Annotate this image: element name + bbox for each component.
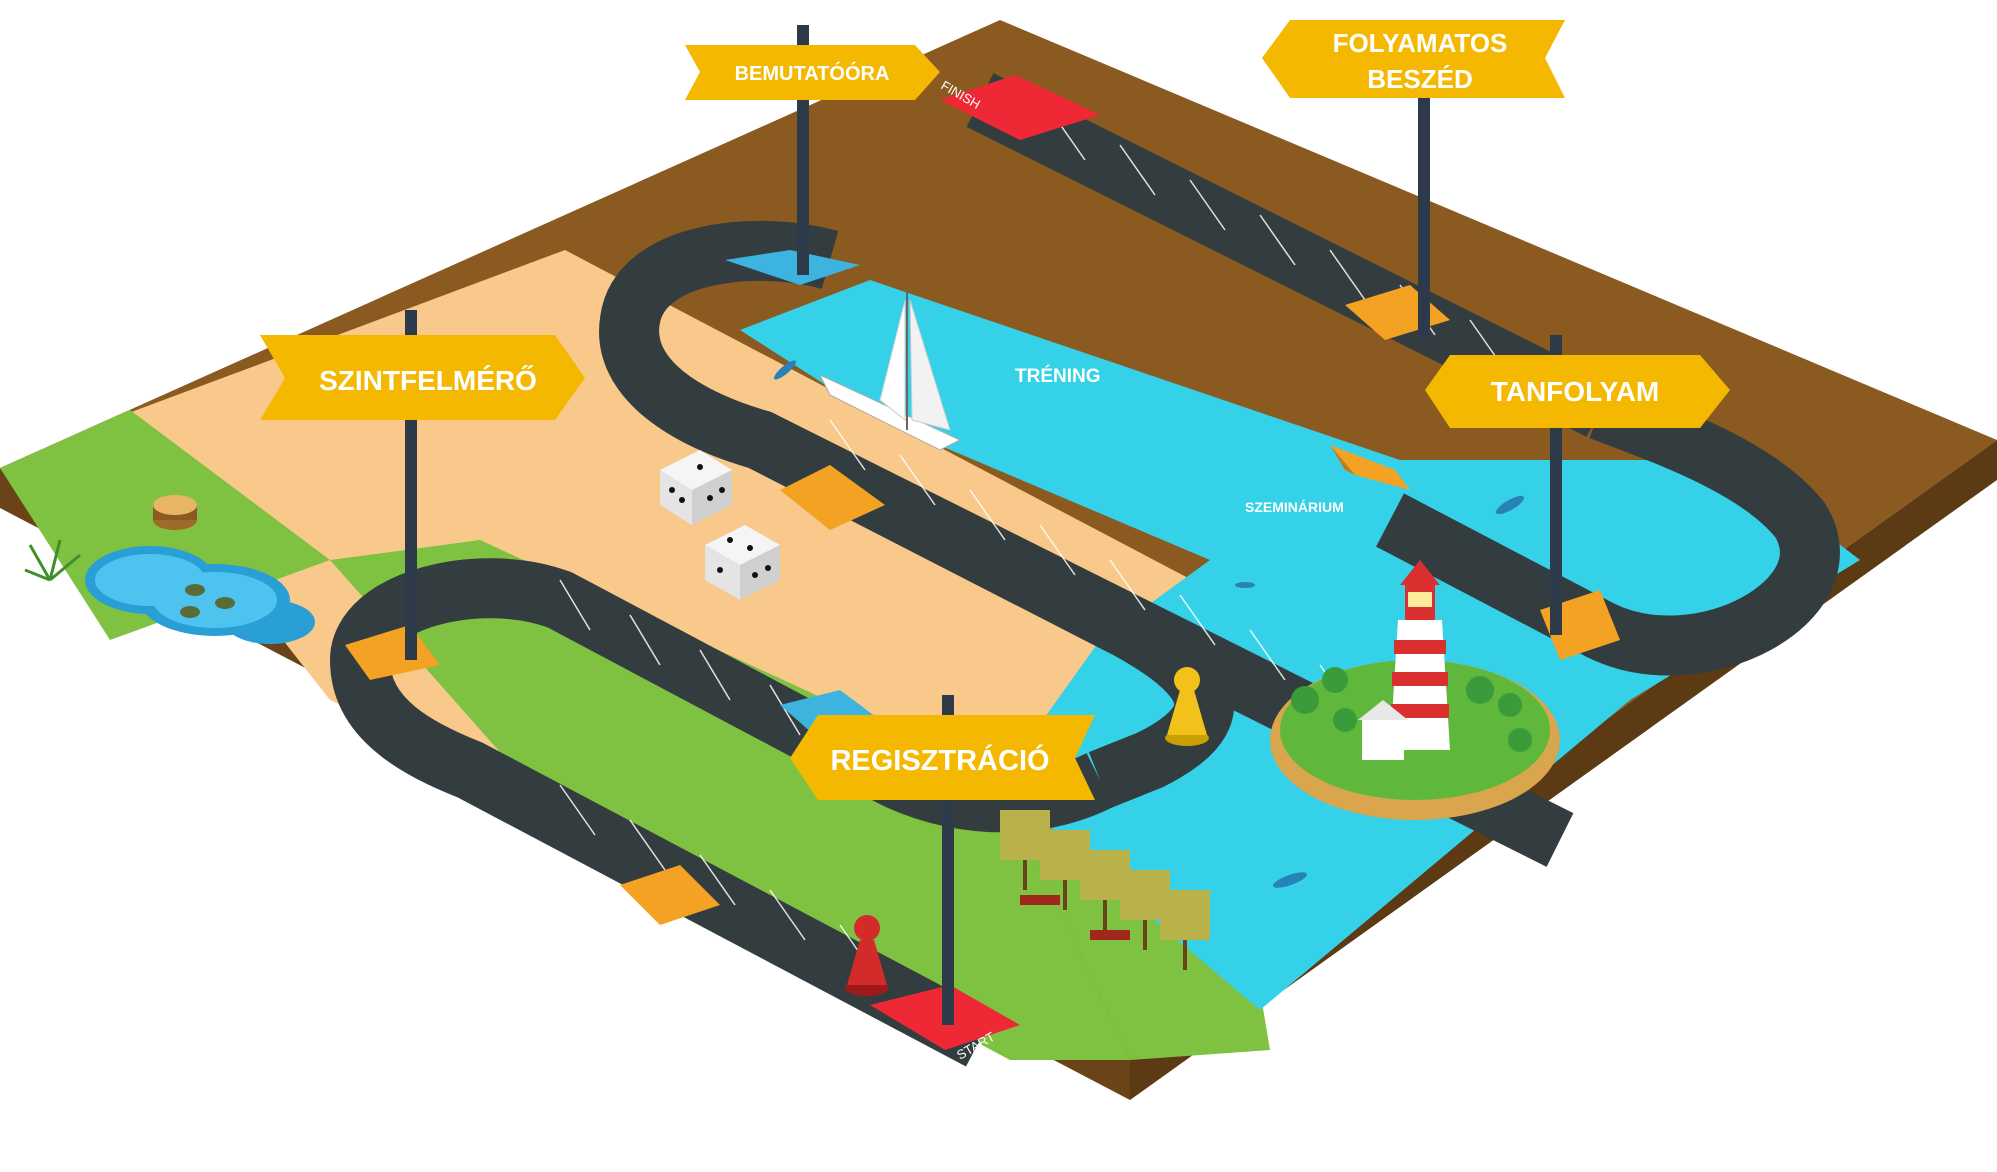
sign-regisztracio[interactable]: REGISZTRÁCIÓ <box>790 715 1095 800</box>
duck-icons <box>180 584 235 618</box>
bench-icon <box>1020 895 1130 940</box>
rowboat-icon <box>1330 445 1410 490</box>
sign-folyamatos-line1: FOLYAMATOS <box>1333 28 1508 58</box>
red-pawn-icon[interactable] <box>845 915 889 996</box>
park <box>1000 810 1210 970</box>
dice-icon[interactable] <box>660 450 732 525</box>
dice-icon-2[interactable] <box>705 525 780 600</box>
fish-icons <box>773 360 1525 888</box>
label-szeminarium: SZEMINÁRIUM <box>1245 499 1344 515</box>
blue-tile-top <box>725 250 860 285</box>
sign-folyamatos-beszed[interactable]: FOLYAMATOS BESZÉD <box>1262 20 1565 98</box>
sign-szintfelmero-text: SZINTFELMÉRŐ <box>319 365 537 396</box>
pond <box>24 495 315 644</box>
stump-icon <box>153 495 197 530</box>
sign-bemutatoora-text: BEMUTATÓÓRA <box>735 61 890 85</box>
lighthouse-island <box>1270 560 1560 820</box>
label-trening: TRÉNING <box>1015 365 1101 387</box>
sign-tanfolyam[interactable]: TANFOLYAM <box>1425 355 1730 428</box>
lighthouse-icon <box>1358 560 1450 760</box>
sign-bemutatoora[interactable]: BEMUTATÓÓRA <box>685 45 940 100</box>
sign-tanfolyam-text: TANFOLYAM <box>1491 376 1660 407</box>
finish-tile <box>940 75 1100 140</box>
sign-folyamatos-line2: BESZÉD <box>1367 64 1472 94</box>
sailboat-icon <box>818 290 962 451</box>
sign-szintfelmero[interactable]: SZINTFELMÉRŐ <box>260 335 585 420</box>
yellow-pawn-icon[interactable] <box>1165 667 1209 746</box>
sign-regisztracio-text: REGISZTRÁCIÓ <box>830 743 1049 777</box>
plant-icon <box>24 539 81 582</box>
